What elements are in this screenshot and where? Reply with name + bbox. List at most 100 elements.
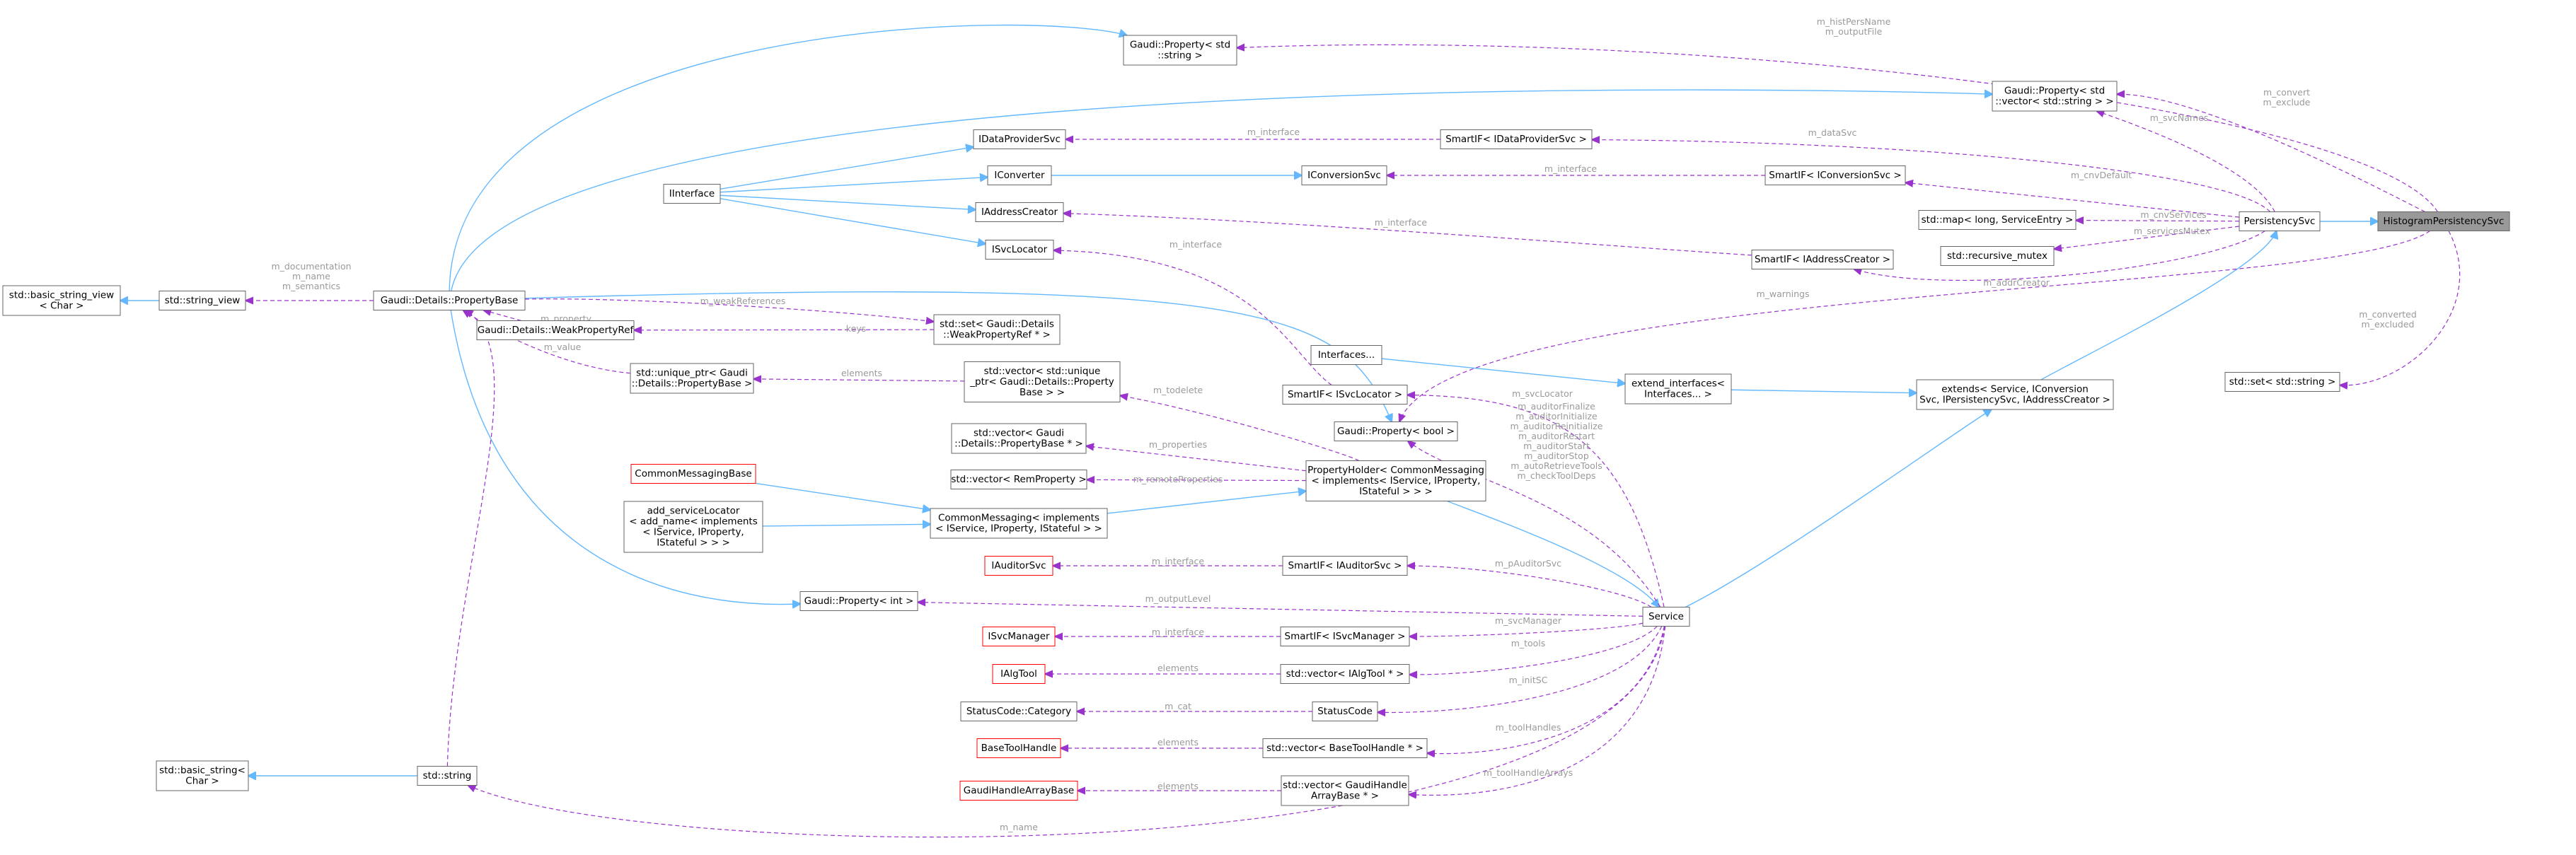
class-name-text: IInterface <box>669 188 715 199</box>
member-edge-service-to-smartif_iauditorsvc <box>1407 566 1652 608</box>
class-name-text: ::string > <box>1157 50 1202 62</box>
class-box <box>1440 129 1593 149</box>
class-node-property-holder[interactable]: PropertyHolder< CommonMessaging< impleme… <box>1305 460 1486 501</box>
class-name-text: std::unique_ptr< Gaudi <box>636 368 748 379</box>
class-node-smartif-isvclocator[interactable]: SmartIF< ISvcLocator > <box>1282 385 1408 405</box>
class-node-property-bool[interactable]: Gaudi::Property< bool > <box>1334 421 1458 441</box>
class-node-isvclocator[interactable]: ISvcLocator <box>985 240 1054 260</box>
class-node-string-view[interactable]: std::string_view <box>158 291 246 310</box>
class-box <box>1301 165 1387 185</box>
class-name-text: std::basic_string< <box>159 765 246 777</box>
class-name-text: ::Details::PropertyBase > <box>632 378 753 390</box>
class-box <box>992 664 1046 684</box>
class-node-vector-unique-ptr-property-base[interactable]: std::vector< std::unique_ptr< Gaudi::Det… <box>964 361 1121 402</box>
edge-label: m_todelete <box>1153 385 1203 395</box>
class-node-weak-property-ref[interactable]: Gaudi::Details::WeakPropertyRef <box>476 320 635 340</box>
class-node-idataprovidersvc[interactable]: IDataProviderSvc <box>973 129 1066 149</box>
class-name-text: std::set< Gaudi::Details <box>940 319 1054 330</box>
class-node-interfaces[interactable]: Interfaces... <box>1310 345 1382 365</box>
class-box <box>1123 35 1237 66</box>
class-name-text: std::recursive_mutex <box>1947 250 2047 262</box>
class-node-extend-interfaces[interactable]: extend_interfaces<Interfaces... > <box>1624 373 1732 405</box>
member-edge-smartif_iaddresscreator-to-iaddresscreator <box>1063 214 1752 256</box>
class-box <box>1624 373 1732 405</box>
class-node-std-string[interactable]: std::string <box>417 766 478 786</box>
class-name-text: Interfaces... > <box>1644 389 1712 400</box>
class-node-iconverter[interactable]: IConverter <box>987 165 1052 185</box>
class-node-property-string[interactable]: Gaudi::Property< std::string > <box>1123 35 1237 66</box>
class-name-text: add_serviceLocator <box>647 506 740 517</box>
member-edge-service-to-vector_basetoolhandle <box>1427 626 1665 754</box>
class-name-text: CommonMessaging< implements <box>938 513 1099 524</box>
class-node-vector-property-base-ptr[interactable]: std::vector< Gaudi::Details::PropertyBas… <box>951 423 1087 454</box>
class-node-vector-ialgtool[interactable]: std::vector< IAlgTool * > <box>1280 664 1410 684</box>
class-box <box>976 738 1061 758</box>
member-edge-service-to-statuscode <box>1377 626 1663 713</box>
member-edge-service-to-property_bool <box>1408 441 1661 607</box>
member-edge-histogram_persistency_svc-to-property_string <box>1237 45 2438 212</box>
class-node-property-vector-string[interactable]: Gaudi::Property< std::vector< std::strin… <box>1992 81 2118 112</box>
class-box <box>630 363 754 394</box>
class-box <box>985 240 1054 260</box>
class-node-service[interactable]: Service <box>1642 607 1690 627</box>
inheritance-edge-property_base-to-property_int <box>450 310 800 605</box>
class-node-smartif-idataprovidersvc[interactable]: SmartIF< IDataProviderSvc > <box>1440 129 1593 149</box>
class-node-ialgtool[interactable]: IAlgTool <box>992 664 1046 684</box>
class-name-text: SmartIF< ISvcManager > <box>1285 631 1406 642</box>
class-node-smartif-isvcmanager[interactable]: SmartIF< ISvcManager > <box>1280 627 1410 646</box>
class-node-common-messaging-base[interactable]: CommonMessagingBase <box>630 464 756 484</box>
class-name-text: extend_interfaces< <box>1631 378 1725 390</box>
edge-label: m_cnvDefault <box>2071 170 2132 180</box>
class-box <box>1918 210 2077 230</box>
class-node-smartif-iaddresscreator[interactable]: SmartIF< IAddressCreator > <box>1751 250 1894 269</box>
class-node-iauditorsvc[interactable]: IAuditorSvc <box>984 556 1053 576</box>
member-edge-persistency_svc-to-smartif_iaddresscreator <box>1854 230 2265 281</box>
class-node-smartif-iauditorsvc[interactable]: SmartIF< IAuditorSvc > <box>1282 556 1408 576</box>
class-name-text: PropertyHolder< CommonMessaging <box>1307 465 1484 476</box>
class-node-property-int[interactable]: Gaudi::Property< int > <box>799 591 918 611</box>
member-edge-service-to-vector_ialgtool <box>1409 626 1658 675</box>
class-node-basic-string-char[interactable]: std::basic_string<Char > <box>156 760 249 791</box>
class-node-persistency-svc[interactable]: PersistencySvc <box>2239 211 2321 231</box>
class-node-vector-remproperty[interactable]: std::vector< RemProperty > <box>950 470 1087 489</box>
class-node-add-service-locator[interactable]: add_serviceLocator< add_name< implements… <box>623 501 763 553</box>
class-name-text: SmartIF< IAuditorSvc > <box>1288 560 1402 571</box>
member-edge-persistency_svc-to-smartif_iconversionsvc <box>1905 182 2240 218</box>
class-node-common-messaging[interactable]: CommonMessaging< implements< IService, I… <box>930 508 1108 539</box>
class-box <box>1940 246 2055 266</box>
class-node-smartif-iconversionsvc[interactable]: SmartIF< IConversionSvc > <box>1764 165 1906 185</box>
class-node-vector-gaudihandlearraybase[interactable]: std::vector< GaudiHandleArrayBase * > <box>1281 775 1409 806</box>
class-node-map-long-serviceentry[interactable]: std::map< long, ServiceEntry > <box>1918 210 2077 230</box>
class-node-unique-ptr-property-base[interactable]: std::unique_ptr< Gaudi::Details::Propert… <box>630 363 754 394</box>
class-node-statuscode[interactable]: StatusCode <box>1312 702 1378 721</box>
class-node-gaudihandlearraybase[interactable]: GaudiHandleArrayBase <box>959 781 1078 801</box>
class-node-iinterface[interactable]: IInterface <box>663 184 721 204</box>
class-node-histogram-persistency-svc[interactable]: HistogramPersistencySvc <box>2377 211 2510 231</box>
class-box <box>975 202 1064 222</box>
class-box <box>2224 372 2340 392</box>
class-node-set-std-string[interactable]: std::set< std::string > <box>2224 372 2340 392</box>
edge-label: m_converted <box>2359 309 2417 320</box>
class-node-statuscode-category[interactable]: StatusCode::Category <box>960 702 1078 721</box>
class-box <box>630 464 756 484</box>
class-node-basetoolhandle[interactable]: BaseToolHandle <box>976 738 1061 758</box>
class-node-property-base[interactable]: Gaudi::Details::PropertyBase <box>373 291 526 310</box>
member-edge-service-to-smartif_isvclocator <box>1407 395 1665 607</box>
edge-label: m_auditorReinitialize <box>1510 421 1602 431</box>
class-node-set-weak-property-ref[interactable]: std::set< Gaudi::Details::WeakPropertyRe… <box>933 314 1061 345</box>
class-node-isvcmanager[interactable]: ISvcManager <box>982 627 1056 646</box>
class-node-extends-service[interactable]: extends< Service, IConversionSvc, IPersi… <box>1916 379 2114 410</box>
class-name-text: < implements< IService, IProperty, <box>1312 475 1481 487</box>
class-node-recursive-mutex[interactable]: std::recursive_mutex <box>1940 246 2055 266</box>
class-node-iaddresscreator[interactable]: IAddressCreator <box>975 202 1064 222</box>
class-box <box>1262 738 1428 758</box>
inheritance-edge-iinterface-to-iaddresscreator <box>720 194 976 209</box>
class-node-iconversionsvc[interactable]: IConversionSvc <box>1301 165 1387 185</box>
edge-label: m_servicesMutex <box>2134 226 2210 236</box>
class-node-vector-basetoolhandle[interactable]: std::vector< BaseToolHandle * > <box>1262 738 1428 758</box>
class-box <box>964 361 1121 402</box>
class-name-text: ISvcLocator <box>992 244 1048 255</box>
class-node-basic-string-view[interactable]: std::basic_string_view< Char > <box>2 285 121 316</box>
edge-label: m_name <box>292 271 330 281</box>
